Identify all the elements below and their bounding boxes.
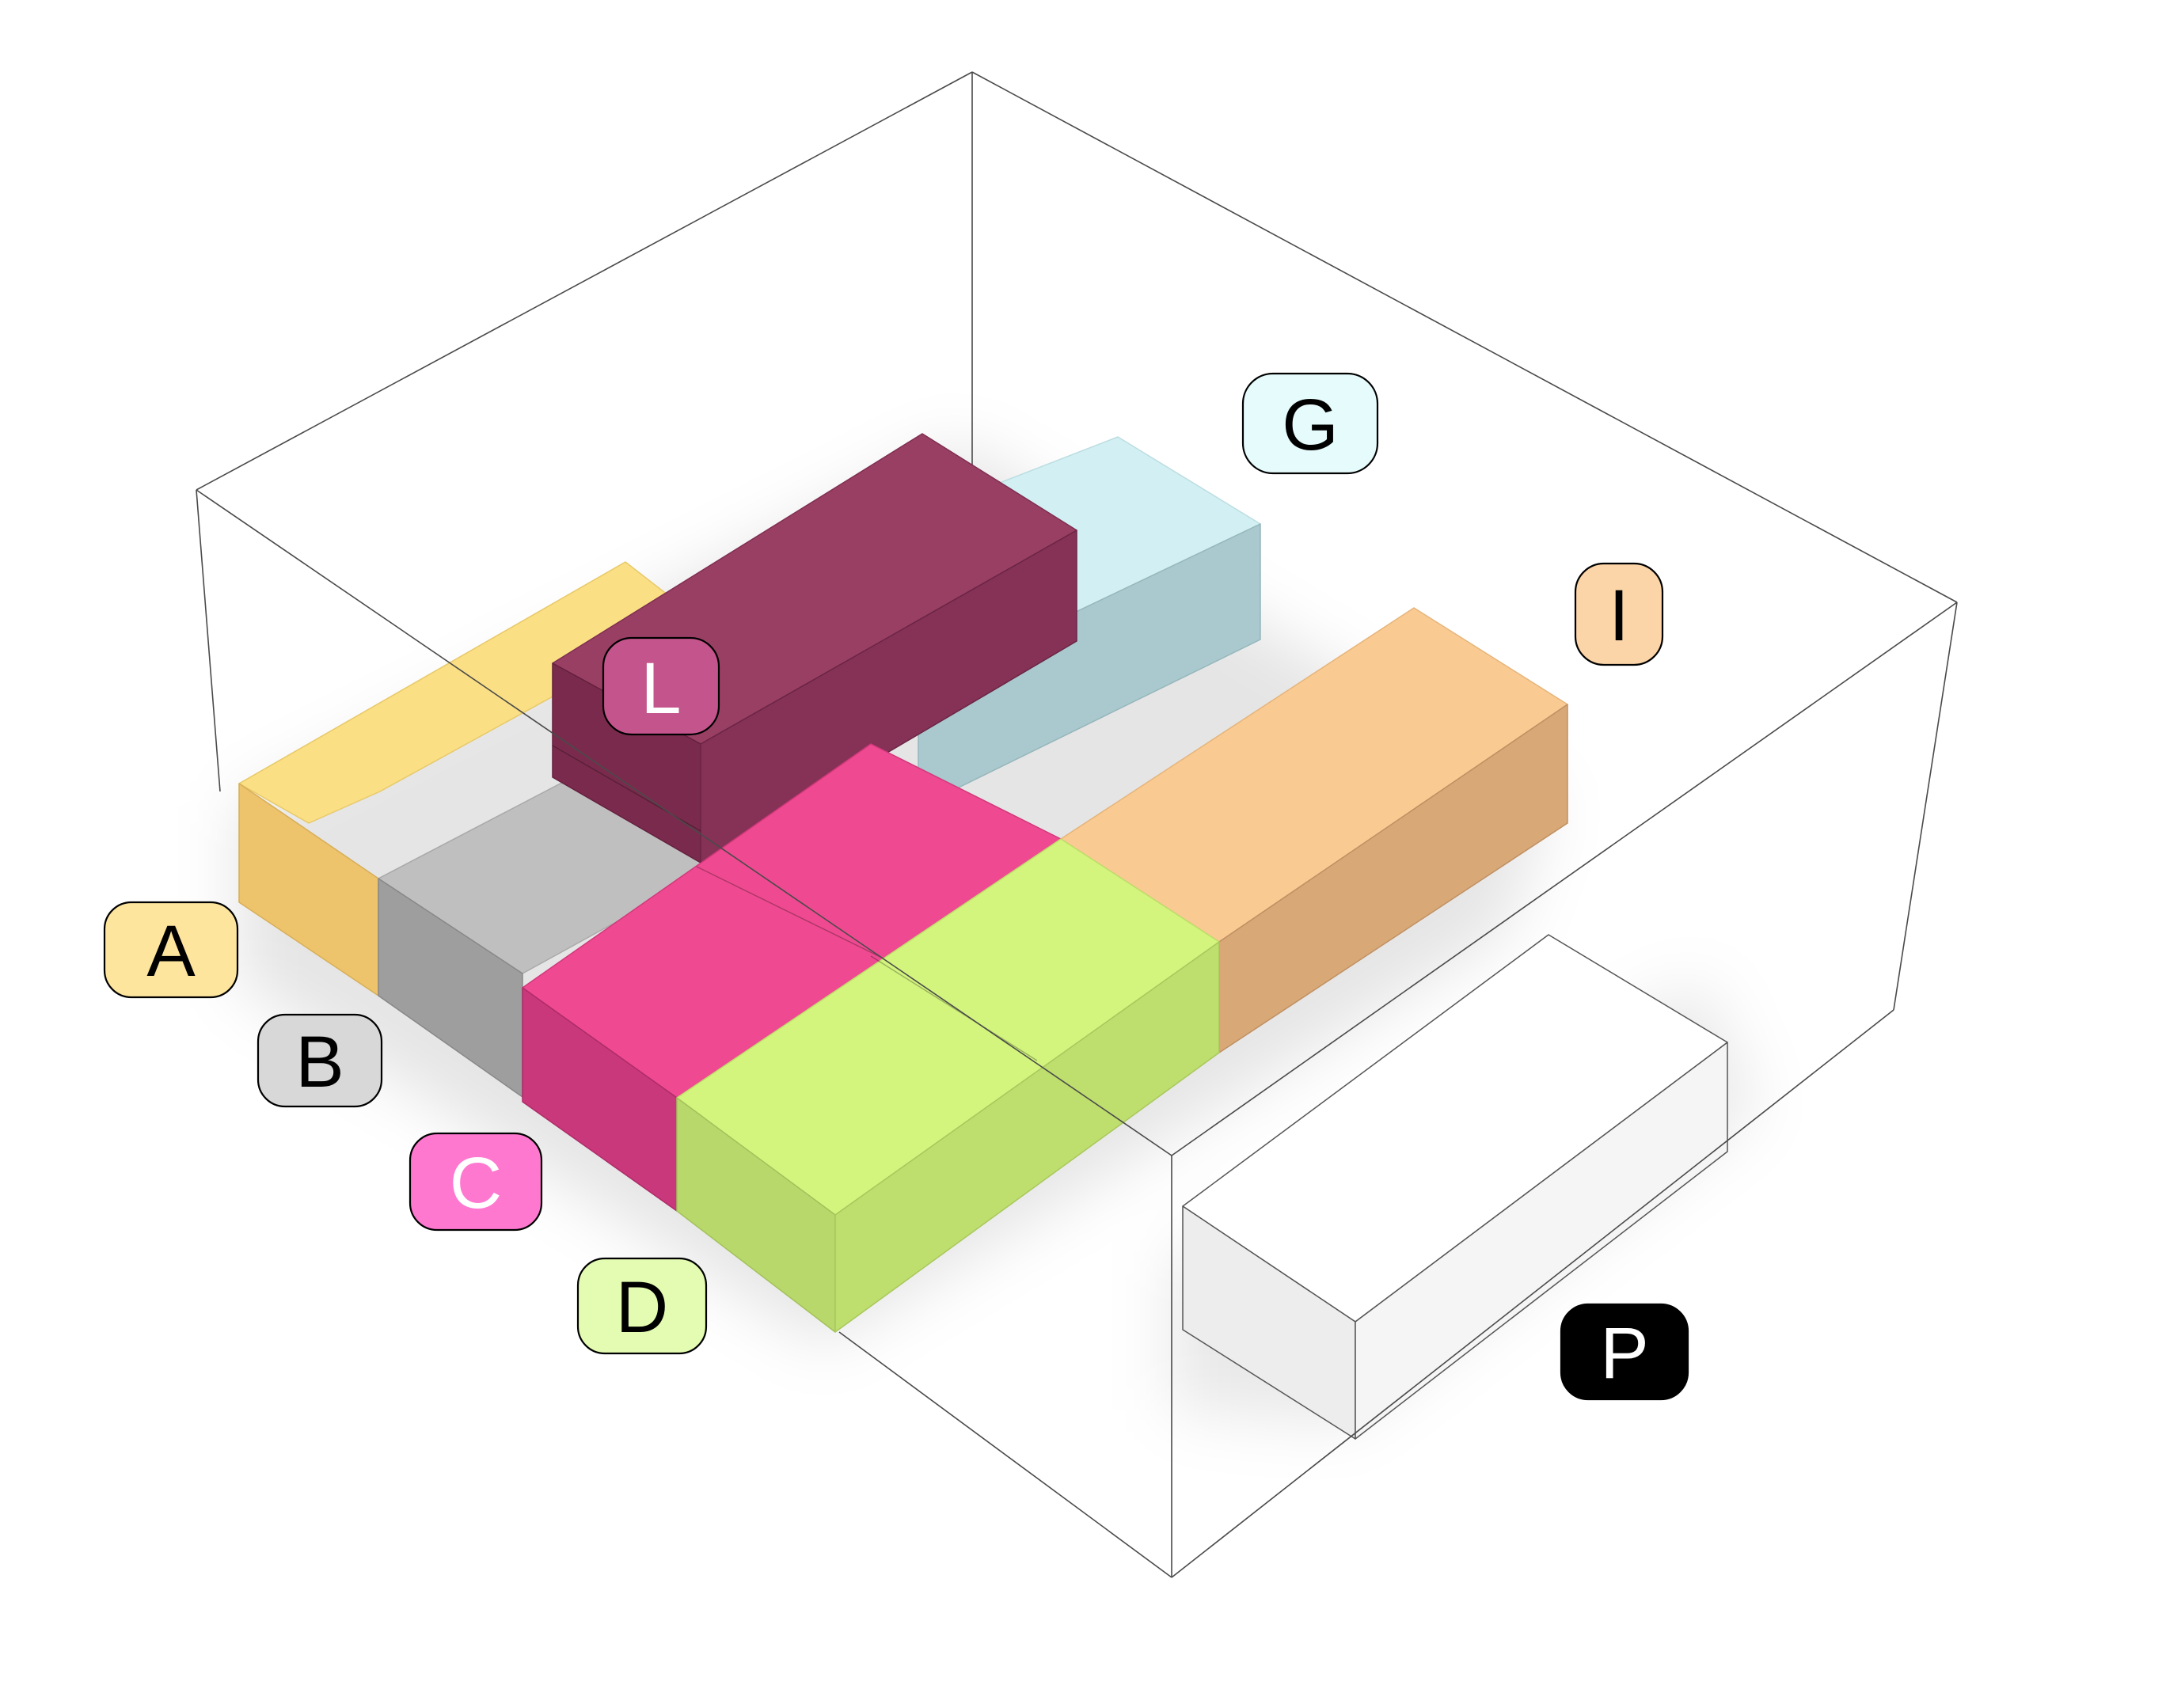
box-a-top [238,561,697,824]
label-i-text: I [1609,575,1629,656]
label-d: D [576,1257,708,1355]
label-c: C [408,1132,543,1232]
box-i [1060,607,1568,1053]
box-p [1182,934,1728,1440]
label-p-text: P [1600,1313,1648,1394]
label-g-badge [1241,372,1379,475]
container-front-edges [196,489,1958,1578]
label-a: A [103,901,239,999]
box-l-front [700,529,1077,863]
label-i: I [1574,562,1664,666]
label-a-text: A [146,911,196,992]
label-p-badge [1560,1303,1689,1401]
label-d-badge [576,1257,708,1355]
box-d [676,838,1220,1333]
label-l: L [602,636,720,736]
label-g-text: G [1282,385,1339,465]
label-l-text: L [640,648,681,729]
label-d-text: D [616,1267,668,1348]
box-p-front [1355,1042,1728,1440]
box-d-front [834,941,1220,1333]
label-c-text: C [450,1143,502,1224]
label-c-badge [408,1132,543,1232]
label-g: G [1241,372,1379,475]
label-b-text: B [295,1022,344,1103]
label-p: P [1560,1303,1689,1401]
label-b: B [256,1013,383,1108]
label-i-badge [1574,562,1664,666]
label-a-badge [103,901,239,999]
label-b-badge [256,1013,383,1108]
label-l-badge [602,636,720,736]
